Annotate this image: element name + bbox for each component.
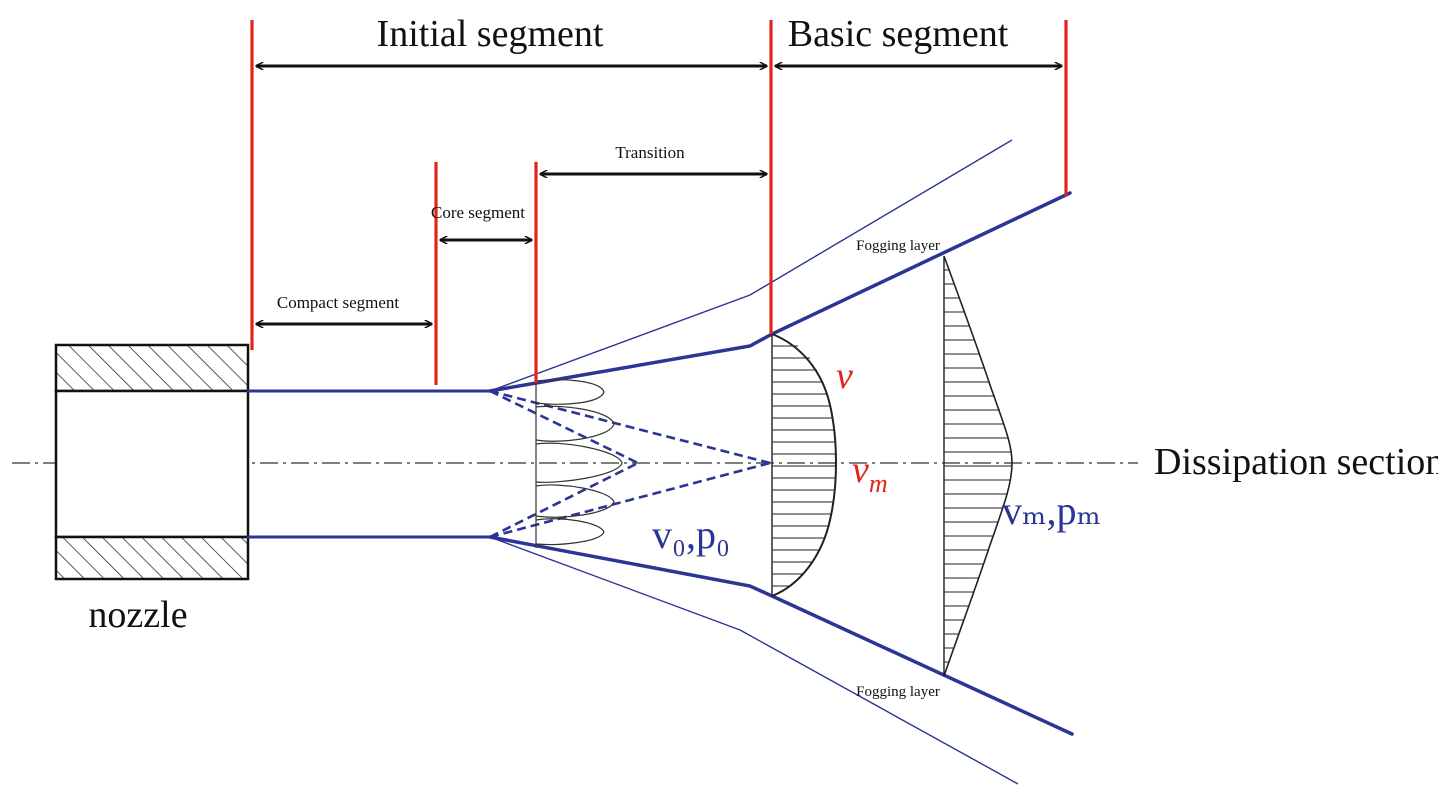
transition-velocity-loops [535,379,623,548]
velocity-profile-dissipation [943,255,1013,677]
nozzle-body [54,343,250,581]
fogging-layer-bottom-label: Fogging layer [856,684,940,700]
basic-segment-label: Basic segment [788,13,1009,55]
core-segment-label: Core segment [431,203,525,222]
initial-segment-label: Initial segment [377,13,604,55]
fogging-layer-top-label: Fogging layer [856,238,940,254]
velocity-profile-basic [771,333,837,597]
velocity-vm-label: vm [852,449,888,498]
jet-boundary [246,191,1074,736]
velocity-vm-subscript: m [869,469,888,498]
vm-pm-label: vₘ,pₘ [1002,488,1101,533]
nozzle-label: nozzle [88,594,187,636]
dimension-arrows [256,66,1062,324]
fogging-layer-lines [489,139,1019,785]
dissipation-section-label: Dissipation section [1154,441,1438,483]
segment-boundaries [250,20,1068,385]
velocity-vm-base: v [852,449,869,491]
transition-label: Transition [615,143,685,162]
v0-p0-label: v₀,p₀ [652,512,730,557]
velocity-v-label: v [836,355,853,397]
compact-segment-label: Compact segment [277,293,400,312]
